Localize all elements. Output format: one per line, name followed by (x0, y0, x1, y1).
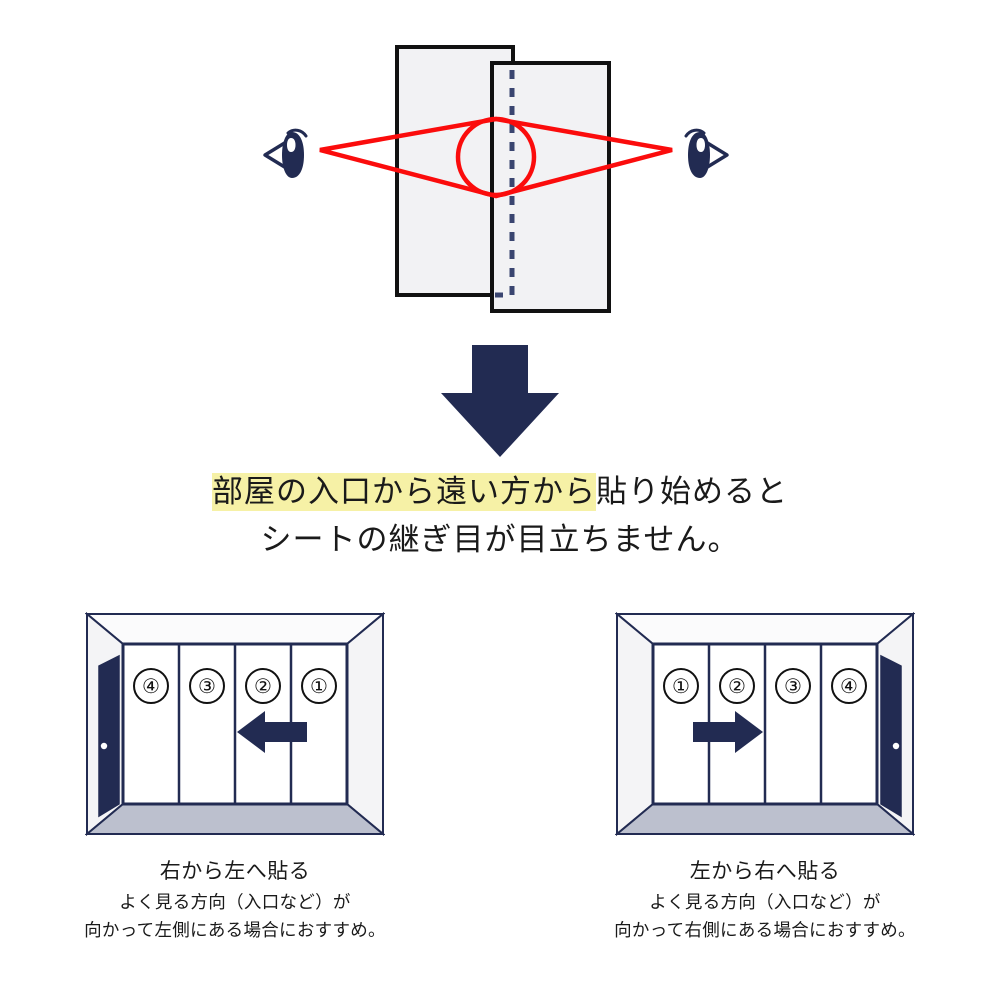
room-caption-left: 右から左へ貼る よく見る方向（入口など）が 向かって左側にある場合におすすめ。 (25, 854, 445, 944)
room-left-wall (616, 611, 654, 837)
panel-number-badge: ③ (189, 668, 225, 704)
panel-number-label: ① (310, 674, 328, 698)
eye-icon (263, 128, 308, 178)
panel-number-badge: ③ (775, 668, 811, 704)
room-caption-right: 左から右へ貼る よく見る方向（入口など）が 向かって右側にある場合におすすめ。 (555, 854, 975, 944)
caption-line-1: よく見る方向（入口など）が (119, 892, 351, 912)
arrow-down-icon (420, 345, 580, 460)
panel-number-label: ③ (198, 674, 216, 698)
headline: 部屋の入口から遠い方から貼り始めると シートの継ぎ目が目立ちません。 (0, 468, 1000, 564)
panel-number-label: ② (254, 674, 272, 698)
sheet-overlap-diagram (0, 0, 1000, 340)
panel-number-badge: ① (663, 668, 699, 704)
headline-line-1-rest: 貼り始めると (596, 474, 788, 509)
panel-number-badge: ④ (831, 668, 867, 704)
room-svg-left: ④ ③ ② ① (85, 611, 385, 837)
room-door (98, 654, 120, 818)
room-illustration-wrap: ④ ③ ② ① (25, 608, 445, 840)
sight-lines (319, 116, 673, 199)
caption-line-2: 向かって右側にある場合におすすめ。 (614, 920, 916, 940)
panel-number-badge: ① (301, 668, 337, 704)
room-floor (615, 803, 915, 835)
caption-line-2: 向かって左側にある場合におすすめ。 (84, 920, 386, 940)
panel-number-label: ② (728, 674, 746, 698)
panel-number-badge: ② (719, 668, 755, 704)
headline-highlight: 部屋の入口から遠い方から (212, 473, 596, 511)
room-illustration-wrap: ① ② ③ ④ (555, 608, 975, 840)
caption-line-1: よく見る方向（入口など）が (649, 892, 881, 912)
door-knob-icon (892, 742, 900, 750)
headline-line-1: 部屋の入口から遠い方から貼り始めると (0, 468, 1000, 516)
room-svg-right: ① ② ③ ④ (615, 611, 915, 837)
panel-number-badge: ② (245, 668, 281, 704)
room-ceiling (615, 613, 915, 645)
panel-number-label: ① (672, 674, 690, 698)
headline-line-2: シートの継ぎ目が目立ちません。 (260, 522, 740, 557)
panel-number-label: ④ (840, 674, 858, 698)
room-floor (85, 803, 385, 835)
arrow-down-svg (441, 345, 559, 457)
door-knob-icon (100, 742, 108, 750)
overlap-diagram-svg (263, 45, 729, 313)
room-diagram-right-to-left: ④ ③ ② ① 右から左へ貼る よく見る方向（入口など）が 向かって左側にある (25, 608, 445, 944)
panel-number-label: ④ (142, 674, 160, 698)
eye-icon (684, 128, 729, 178)
room-ceiling (85, 613, 385, 645)
caption-title: 右から左へ貼る (159, 859, 311, 883)
panel-number-label: ③ (784, 674, 802, 698)
caption-title: 左から右へ貼る (689, 859, 841, 883)
seam-dashed-line (495, 70, 515, 298)
panel-number-badge: ④ (133, 668, 169, 704)
room-right-wall (346, 611, 384, 837)
room-diagram-left-to-right: ① ② ③ ④ 左から右へ貼る よく見る方向（入口など）が 向かって右側にある (555, 608, 975, 944)
arrow-left-icon (237, 711, 307, 753)
room-door (880, 654, 902, 818)
arrow-right-icon (693, 711, 763, 753)
